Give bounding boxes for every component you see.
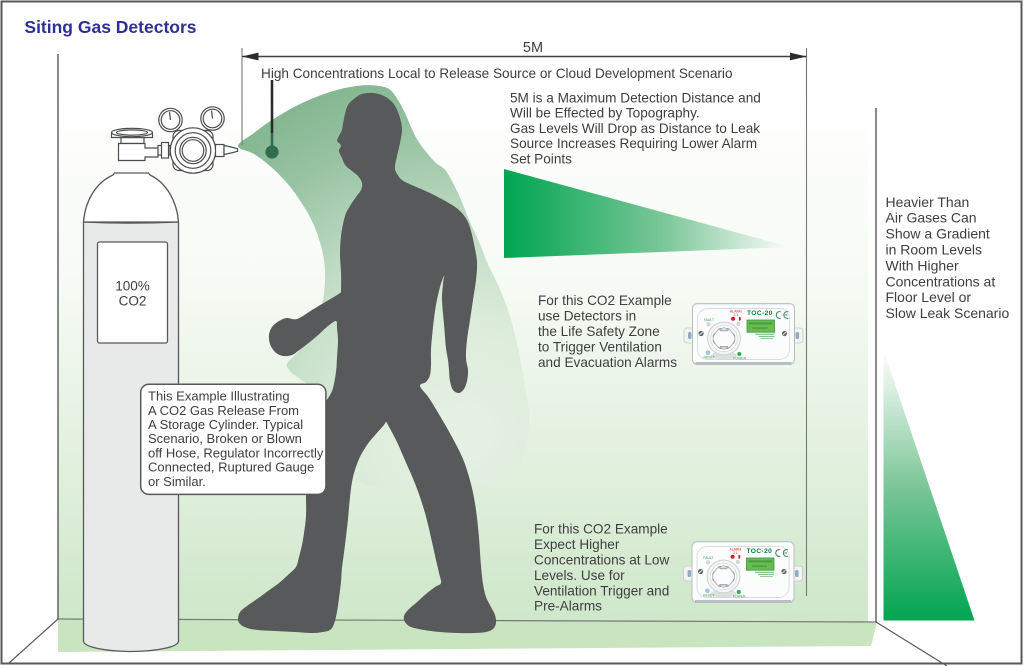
- svg-text:or Similar.: or Similar.: [148, 474, 206, 489]
- svg-text:A Storage Cylinder. Typical: A Storage Cylinder. Typical: [148, 417, 303, 432]
- svg-text:5M: 5M: [523, 40, 543, 56]
- svg-text:and Evacuation Alarms: and Evacuation Alarms: [538, 355, 677, 370]
- svg-text:Concentrations at: Concentrations at: [886, 273, 996, 289]
- svg-text:Scenario, Broken or Blown: Scenario, Broken or Blown: [148, 431, 302, 446]
- svg-text:the Life Safety Zone: the Life Safety Zone: [538, 324, 660, 339]
- svg-text:in Room Levels: in Room Levels: [886, 242, 983, 258]
- svg-text:Floor Level or: Floor Level or: [886, 289, 972, 305]
- svg-text:Pre-Alarms: Pre-Alarms: [534, 599, 602, 614]
- svg-text:A CO2 Gas Release From: A CO2 Gas Release From: [148, 403, 299, 418]
- svg-text:2 1: 2 1: [734, 313, 739, 317]
- svg-text:Slow Leak Scenario: Slow Leak Scenario: [886, 305, 1010, 321]
- svg-text:With Higher: With Higher: [886, 257, 959, 273]
- svg-text:RESET: RESET: [704, 356, 715, 360]
- svg-text:For this CO2 Example: For this CO2 Example: [534, 522, 668, 537]
- svg-text:to Trigger Ventilation: to Trigger Ventilation: [538, 340, 662, 355]
- svg-text:Air Gases Can: Air Gases Can: [886, 210, 977, 226]
- svg-text:For this CO2 Example: For this CO2 Example: [538, 293, 672, 308]
- svg-text:5M is a Maximum Detection Dist: 5M is a Maximum Detection Distance and: [510, 90, 761, 105]
- svg-text:ALARM: ALARM: [730, 310, 742, 314]
- svg-text:Expect Higher: Expect Higher: [534, 537, 620, 552]
- svg-text:Connected, Ruptured Gauge: Connected, Ruptured Gauge: [148, 460, 314, 475]
- svg-text:CO2: CO2: [119, 293, 147, 308]
- svg-text:TOC-20: TOC-20: [747, 310, 773, 317]
- svg-text:Levels. Use for: Levels. Use for: [534, 568, 625, 583]
- svg-text:Heavier Than: Heavier Than: [886, 194, 970, 210]
- svg-text:POWER: POWER: [733, 357, 746, 361]
- svg-text:Gas Levels Will Drop as Distan: Gas Levels Will Drop as Distance to Leak: [510, 121, 760, 136]
- svg-text:This Example Illustrating: This Example Illustrating: [148, 389, 290, 404]
- svg-text:Set Points: Set Points: [510, 152, 572, 167]
- svg-text:use Detectors in: use Detectors in: [538, 309, 636, 324]
- svg-text:off Hose, Regulator Incorrectl: off Hose, Regulator Incorrectly: [148, 445, 324, 460]
- svg-text:Show a Gradient: Show a Gradient: [886, 226, 990, 242]
- svg-text:Concentrations at Low: Concentrations at Low: [534, 553, 669, 568]
- svg-text:Source Increases Requiring Low: Source Increases Requiring Lower Alarm: [510, 136, 757, 151]
- svg-text:Ventilation Trigger and: Ventilation Trigger and: [534, 583, 669, 598]
- svg-text:100%: 100%: [115, 279, 150, 294]
- svg-text:Siting Gas Detectors: Siting Gas Detectors: [24, 17, 196, 37]
- svg-text:High Concentrations Local to R: High Concentrations Local to Release Sou…: [261, 66, 733, 81]
- svg-text:Will be Effected by Topography: Will be Effected by Topography.: [510, 106, 700, 121]
- svg-text:FAULT: FAULT: [704, 318, 714, 322]
